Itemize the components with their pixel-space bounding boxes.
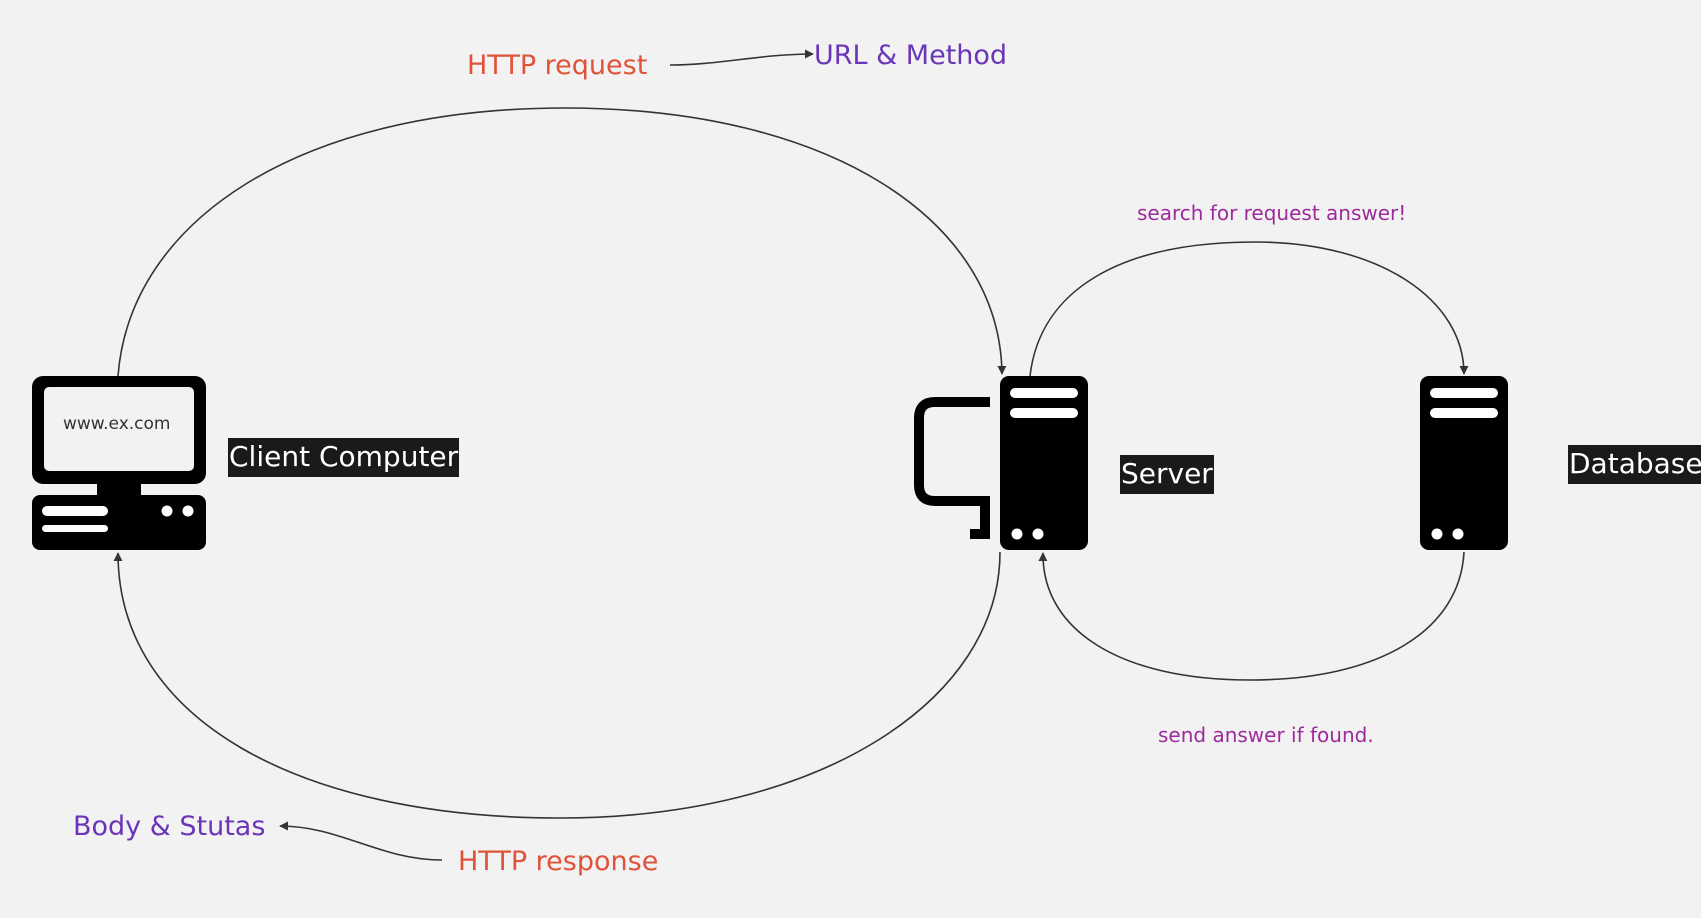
server-node-label: Server [1120, 455, 1214, 494]
body-status-note: Body & Stutas [73, 811, 266, 842]
http-request-connector [117, 107, 1007, 377]
send-answer-connector [1038, 551, 1465, 681]
send-answer-label: send answer if found. [1158, 723, 1374, 747]
http-response-label: HTTP response [458, 846, 659, 877]
database-tower-icon [1420, 376, 1508, 550]
server-tower-icon [914, 376, 1088, 550]
http-response-connector [113, 551, 1001, 819]
response-note-connector [279, 821, 443, 861]
client-screen-text: www.ex.com [63, 414, 171, 434]
search-request-label: search for request answer! [1137, 201, 1407, 225]
search-request-connector [1029, 241, 1469, 377]
http-request-label: HTTP request [467, 50, 648, 81]
database-node-label: Database [1568, 445, 1701, 484]
desktop-computer-icon [32, 376, 206, 550]
url-method-note: URL & Method [814, 40, 1008, 71]
request-note-connector [669, 49, 814, 66]
client-node-label: Client Computer [228, 438, 460, 477]
